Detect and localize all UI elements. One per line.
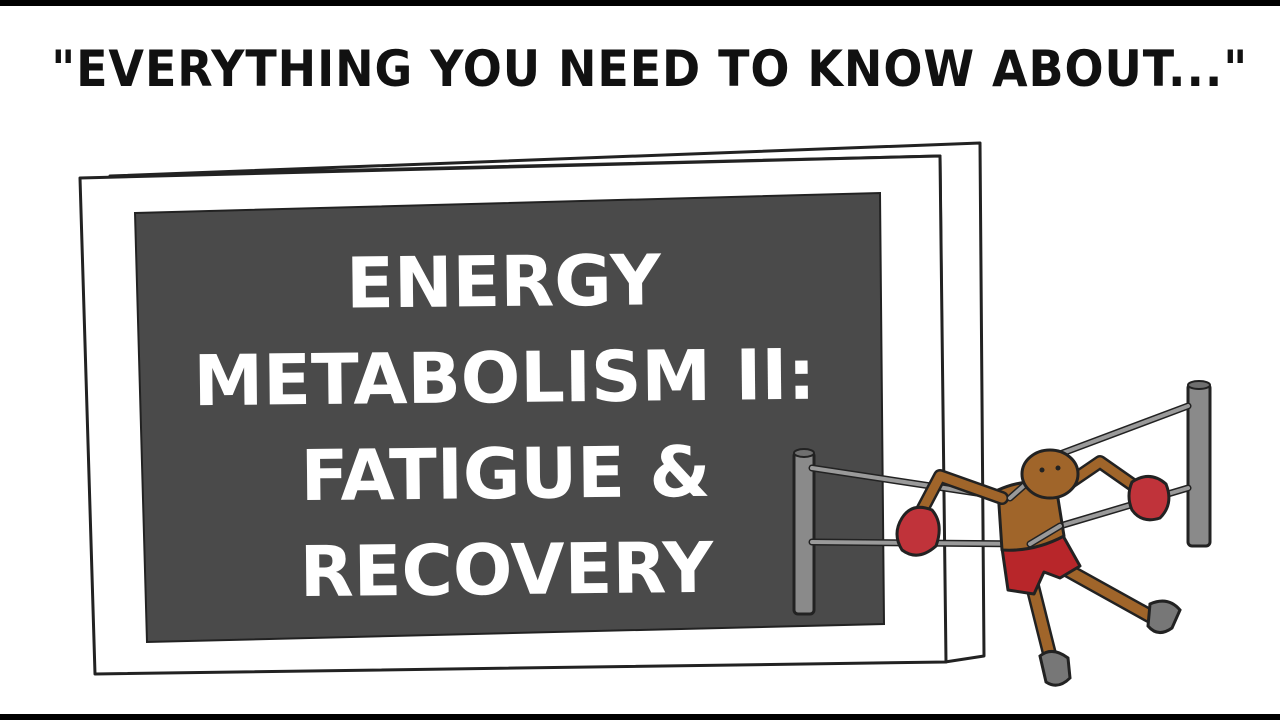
boxer-head	[1020, 448, 1080, 500]
ring-post-right	[1186, 382, 1212, 548]
board-title-line-4: RECOVERY	[299, 526, 714, 614]
board-title-line-1: ENERGY	[345, 239, 662, 325]
boxer-legs	[1022, 558, 1182, 687]
headline-text: "EVERYTHING YOU NEED TO KNOW ABOUT..."	[51, 40, 1249, 98]
board-title-line-2: METABOLISM II:	[193, 333, 816, 423]
boxer-glove-right	[1127, 475, 1171, 522]
board-panel	[133, 191, 886, 644]
board-title: ENERGY METABOLISM II: FATIGUE & RECOVERY	[148, 230, 862, 621]
illustration-canvas	[78, 141, 1212, 687]
boxer-glove-left	[895, 505, 941, 557]
board-title-line-3: FATIGUE &	[300, 430, 711, 518]
video-frame: "EVERYTHING YOU NEED TO KNOW ABOUT..."	[0, 6, 1280, 714]
